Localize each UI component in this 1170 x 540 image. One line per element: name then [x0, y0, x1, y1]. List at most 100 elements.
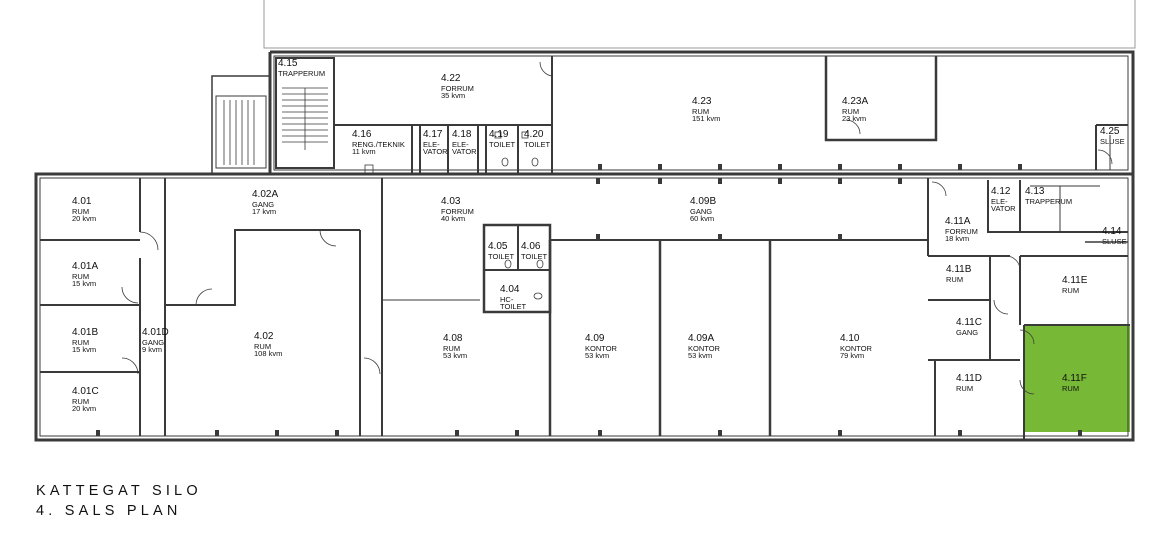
room-name: RUM	[1062, 383, 1080, 393]
room-name: SLUSE	[1102, 236, 1127, 246]
room-number: 4.09	[585, 333, 605, 344]
room-name: RUM	[946, 274, 964, 284]
room-number: 4.09B	[690, 196, 717, 207]
room-name: RUM	[254, 341, 272, 351]
room-name: RUM	[72, 206, 90, 216]
room-number: 4.15	[278, 58, 298, 69]
room-name: RUM	[1062, 285, 1080, 295]
room-number: 4.08	[443, 333, 463, 344]
room-number: 4.17	[423, 129, 443, 140]
room-name: VATOR	[452, 147, 477, 157]
room-name: VATOR	[423, 147, 448, 157]
room-name: TOILET	[500, 302, 527, 312]
columns	[96, 164, 1082, 436]
room-number: 4.01A	[72, 261, 99, 272]
room-name: TOILET	[489, 139, 516, 149]
room-number: 4.25	[1100, 126, 1120, 137]
title-line-1: KATTEGAT SILO	[36, 483, 202, 499]
room-area: 23 kvm	[842, 114, 867, 124]
room-number: 4.05	[488, 241, 508, 252]
room-number: 4.09A	[688, 333, 715, 344]
room-name: FORRUM	[945, 226, 978, 236]
room-number: 4.11F	[1062, 373, 1087, 384]
room-name: FORRUM	[441, 83, 474, 93]
room-number: 4.23	[692, 96, 712, 107]
fixtures	[364, 131, 544, 300]
room-number: 4.01C	[72, 386, 99, 397]
room-name: ELE-	[991, 196, 1008, 206]
room-name: GANG	[142, 337, 165, 347]
room-name: RUM	[72, 396, 90, 406]
room-name: SLUSE	[1100, 136, 1125, 146]
room-name: KONTOR	[688, 343, 720, 353]
room-area: 9 kvm	[142, 345, 163, 355]
title-line-2: 4. SALS PLAN	[36, 503, 182, 519]
room-area: 17 kvm	[252, 207, 277, 217]
room-4-11f-highlight[interactable]	[1024, 325, 1130, 432]
room-name: RUM	[956, 383, 974, 393]
room-area: 53 kvm	[688, 351, 713, 361]
room-area: 20 kvm	[72, 214, 97, 224]
room-area: 15 kvm	[72, 345, 97, 355]
room-number: 4.11D	[956, 373, 982, 384]
room-name: TOILET	[488, 251, 515, 261]
room-number: 4.11C	[956, 317, 982, 328]
room-name: GANG	[252, 199, 275, 209]
room-name: RUM	[72, 337, 90, 347]
room-number: 4.19	[489, 129, 509, 140]
room-area: 15 kvm	[72, 279, 97, 289]
room-name: TRAPPERUM	[278, 68, 326, 78]
room-name: RENG./TEKNIK	[352, 139, 405, 149]
room-name: ELE-	[423, 139, 440, 149]
room-area: 35 kvm	[441, 91, 466, 101]
room-number: 4.03	[441, 196, 461, 207]
room-number: 4.01D	[142, 327, 169, 338]
room-number: 4.11E	[1062, 275, 1088, 286]
room-name: TOILET	[524, 139, 551, 149]
room-name: HC-	[500, 294, 514, 304]
room-name: GANG	[690, 206, 713, 216]
room-number: 4.01B	[72, 327, 99, 338]
room-number: 4.20	[524, 129, 544, 140]
room-name: RUM	[692, 106, 710, 116]
room-name: KONTOR	[840, 343, 872, 353]
room-number: 4.11A	[945, 216, 971, 227]
room-number: 4.04	[500, 284, 520, 295]
